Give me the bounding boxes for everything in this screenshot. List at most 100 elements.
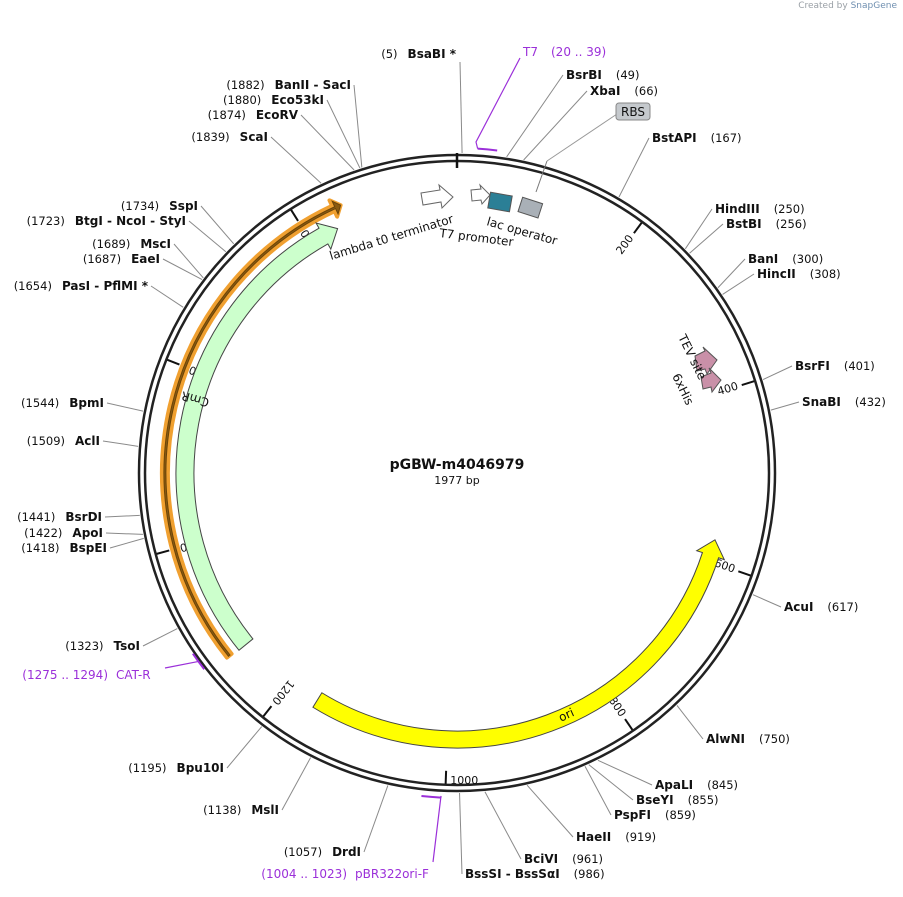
credit-text: Created by bbox=[798, 1, 848, 11]
primer-pbr322ori-f-leader bbox=[433, 796, 441, 862]
site-label-bsssi-bsss-i: BssSI - BssSαI(986) bbox=[465, 867, 605, 881]
site-leader-alwni bbox=[677, 705, 703, 739]
site-leader-hindiii bbox=[685, 209, 712, 249]
site-label-bpu10i: (1195)Bpu10I bbox=[128, 761, 224, 775]
tick-mark-1400 bbox=[157, 550, 170, 553]
site-leader-sspi bbox=[201, 206, 234, 244]
site-label-bsrfi: BsrFI(401) bbox=[795, 359, 875, 373]
site-label-sspi: (1734)SspI bbox=[121, 199, 198, 213]
tick-mark-800 bbox=[625, 719, 632, 730]
site-leader-bpmi bbox=[107, 403, 143, 411]
plasmid-name: pGBW-m4046979 bbox=[390, 457, 525, 473]
site-label-bpmi: (1544)BpmI bbox=[21, 396, 104, 410]
tick-mark-1200 bbox=[263, 706, 271, 716]
backbone-inner bbox=[145, 161, 769, 785]
site-label-bcivi: BciVI(961) bbox=[524, 852, 603, 866]
site-leader-bseyi bbox=[589, 765, 633, 800]
site-leader-bsrdi bbox=[105, 515, 140, 517]
site-leader-tsoi bbox=[143, 629, 177, 646]
site-label-pspfi: PspFI(859) bbox=[614, 808, 696, 822]
site-leader-btgi-ncoi-styi bbox=[189, 221, 226, 252]
site-label-bstbi: BstBI(256) bbox=[726, 217, 807, 231]
site-leader-bani bbox=[718, 259, 745, 288]
lambda-t0-label: lambda t0 terminator bbox=[328, 212, 455, 263]
site-label-haeii: HaeII(919) bbox=[576, 830, 656, 844]
primer-cat-r-range: (1275 .. 1294) bbox=[22, 668, 108, 682]
site-label-acui: AcuI(617) bbox=[784, 600, 858, 614]
site-leader-bsrfi bbox=[763, 366, 792, 380]
site-leader-scai bbox=[271, 137, 321, 183]
primer-cat-r-leader bbox=[165, 661, 199, 668]
primer-cat-r-label: CAT-R bbox=[116, 668, 151, 682]
snapgene-credit: Created by SnapGene bbox=[798, 1, 897, 11]
site-label-ecorv: (1874)EcoRV bbox=[208, 108, 299, 122]
site-leader-bpu10i bbox=[227, 727, 262, 768]
site-label-bstapi: BstAPI(167) bbox=[652, 131, 742, 145]
primer-pbr322ori-f-arc bbox=[421, 796, 441, 798]
site-leader-banii-saci bbox=[354, 85, 362, 167]
site-label-msci: (1689)MscI bbox=[92, 237, 171, 251]
site-label-hindiii: HindIII(250) bbox=[715, 202, 805, 216]
site-leader-snabi bbox=[771, 402, 799, 410]
rbs-label: RBS bbox=[621, 105, 645, 119]
rbs-box bbox=[518, 197, 543, 218]
site-leader-bsrbi bbox=[507, 75, 563, 157]
site-label-drdi: (1057)DrdI bbox=[284, 845, 361, 859]
site-label-msli: (1138)MslI bbox=[203, 803, 279, 817]
site-leader-apoi bbox=[106, 533, 143, 534]
site-label-pasi-pflmi: (1654)PasI - PflMI * bbox=[14, 279, 149, 293]
site-label-banii-saci: (1882)BanII - SacI bbox=[226, 78, 351, 92]
site-label-scai: (1839)ScaI bbox=[191, 130, 268, 144]
site-leader-haeii bbox=[527, 785, 573, 837]
site-leader-bsabi bbox=[460, 62, 462, 153]
primer-t7-label: T7 bbox=[522, 45, 538, 59]
primer-t7-arc bbox=[478, 149, 498, 151]
primer-t7-range: (20 .. 39) bbox=[551, 45, 606, 59]
site-leader-bspei bbox=[110, 538, 144, 548]
rbs-leader-2 bbox=[547, 112, 620, 161]
site-label-apoi: (1422)ApoI bbox=[24, 526, 103, 540]
tick-mark-400 bbox=[742, 381, 754, 385]
lac-operator-box bbox=[488, 192, 512, 212]
tick-mark-1600 bbox=[167, 360, 179, 365]
primer-cat-r-arc bbox=[193, 654, 204, 670]
site-label-tsoi: (1323)TsoI bbox=[65, 639, 140, 653]
site-label-alwni: AlwNI(750) bbox=[706, 732, 790, 746]
tick-mark-1800 bbox=[291, 210, 298, 221]
backbone-outer bbox=[139, 155, 775, 791]
tick-label-200: 200 bbox=[613, 232, 636, 257]
site-label-eco53ki: (1880)Eco53kI bbox=[223, 93, 324, 107]
site-leader-eco53ki bbox=[327, 100, 360, 168]
site-label-eaei: (1687)EaeI bbox=[83, 252, 160, 266]
tick-label-1000: 1000 bbox=[450, 774, 478, 787]
site-label-xbai: XbaI(66) bbox=[590, 84, 658, 98]
site-leader-acui bbox=[753, 595, 781, 607]
site-label-bsabi: (5)BsaBI * bbox=[381, 47, 456, 61]
site-leader-acli bbox=[103, 441, 138, 446]
site-leader-bsssi-bsss-i bbox=[460, 793, 462, 874]
site-label-btgi-ncoi-styi: (1723)BtgI - NcoI - StyI bbox=[27, 214, 186, 228]
6xhis-label: 6xHis bbox=[669, 371, 696, 407]
snapgene-brand: SnapGene bbox=[851, 1, 897, 11]
site-leader-pasi-pflmi bbox=[151, 286, 183, 307]
lambda-t0-terminator-arrow bbox=[421, 185, 453, 208]
site-leader-bstbi bbox=[690, 224, 723, 253]
site-leader-drdi bbox=[364, 785, 388, 852]
site-leader-pspfi bbox=[585, 766, 611, 815]
site-label-bsrbi: BsrBI(49) bbox=[566, 68, 639, 82]
primer-t7-leader bbox=[476, 58, 520, 149]
site-leader-msli bbox=[282, 758, 311, 810]
primer-pbr322ori-f-label: pBR322ori-F bbox=[355, 867, 429, 881]
tick-mark-200 bbox=[634, 223, 642, 233]
site-label-hincii: HincII(308) bbox=[757, 267, 841, 281]
site-leader-hincii bbox=[723, 274, 754, 294]
plasmid-length: 1977 bp bbox=[434, 474, 479, 487]
site-leader-ecorv bbox=[301, 115, 354, 170]
site-leader-apali bbox=[598, 760, 652, 785]
site-label-apali: ApaLI(845) bbox=[655, 778, 738, 792]
site-leader-bcivi bbox=[485, 792, 521, 859]
site-leader-xbai bbox=[524, 91, 587, 160]
primer-pbr322ori-f-range: (1004 .. 1023) bbox=[261, 867, 347, 881]
